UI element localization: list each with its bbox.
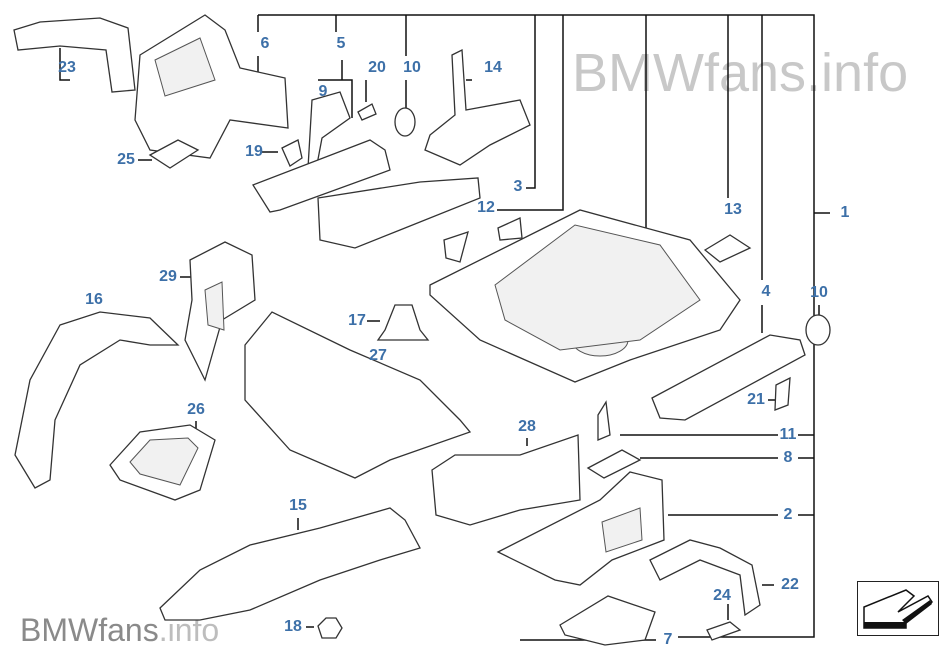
part-20[interactable] — [357, 103, 377, 121]
part-18[interactable] — [317, 617, 343, 639]
label-17[interactable]: 17 — [348, 312, 366, 329]
part-7[interactable] — [559, 595, 656, 646]
label-10-top[interactable]: 10 — [403, 59, 421, 76]
label-24[interactable]: 24 — [713, 587, 731, 604]
label-5[interactable]: 5 — [336, 35, 346, 52]
label-9[interactable]: 9 — [318, 83, 328, 100]
part-trunk-floor[interactable] — [429, 209, 741, 383]
label-14[interactable]: 14 — [484, 59, 502, 76]
part-5[interactable] — [252, 139, 391, 213]
part-28[interactable] — [431, 434, 581, 526]
part-26[interactable] — [109, 424, 216, 501]
part-21[interactable] — [774, 376, 791, 411]
label-12[interactable]: 12 — [477, 199, 495, 216]
part-19[interactable] — [281, 139, 303, 167]
label-21[interactable]: 21 — [747, 391, 765, 408]
part-23[interactable] — [13, 17, 136, 93]
label-3[interactable]: 3 — [513, 178, 523, 195]
label-28[interactable]: 28 — [518, 418, 536, 435]
part-12[interactable] — [443, 217, 523, 263]
label-15[interactable]: 15 — [289, 497, 307, 514]
part-22[interactable] — [649, 539, 761, 617]
label-19[interactable]: 19 — [245, 143, 263, 160]
label-16[interactable]: 16 — [85, 291, 103, 308]
label-22[interactable]: 22 — [781, 576, 799, 593]
label-8[interactable]: 8 — [783, 449, 793, 466]
part-8[interactable] — [586, 449, 642, 479]
part-10-right[interactable] — [805, 314, 831, 346]
part-25[interactable] — [148, 139, 200, 169]
part-4[interactable] — [651, 334, 806, 421]
part-15[interactable] — [159, 507, 421, 621]
label-1[interactable]: 1 — [840, 204, 850, 221]
label-27[interactable]: 27 — [369, 347, 387, 364]
part-10-top[interactable] — [394, 107, 416, 137]
label-25[interactable]: 25 — [117, 151, 135, 168]
label-20[interactable]: 20 — [368, 59, 386, 76]
label-7[interactable]: 7 — [663, 631, 673, 648]
part-24[interactable] — [706, 621, 742, 641]
watermark-brand: BMWfans — [20, 612, 159, 648]
part-17[interactable] — [376, 304, 430, 341]
part-13[interactable] — [703, 234, 752, 263]
label-23[interactable]: 23 — [58, 59, 76, 76]
part-16[interactable] — [14, 311, 180, 489]
part-29[interactable] — [184, 241, 256, 382]
part-27[interactable] — [244, 311, 472, 479]
part-3[interactable] — [317, 177, 481, 249]
label-29[interactable]: 29 — [159, 268, 177, 285]
label-4[interactable]: 4 — [761, 283, 771, 300]
watermark-top: BMWfans.info — [572, 43, 909, 103]
part-11[interactable] — [597, 400, 611, 441]
label-18[interactable]: 18 — [284, 618, 302, 635]
label-6[interactable]: 6 — [260, 35, 270, 52]
part-14[interactable] — [424, 48, 531, 166]
label-2[interactable]: 2 — [783, 506, 793, 523]
arrow-down-left-icon — [863, 589, 934, 629]
label-10-right[interactable]: 10 — [810, 284, 828, 301]
part-6[interactable] — [134, 14, 289, 159]
part-2[interactable] — [496, 471, 665, 586]
navigate-back-button[interactable] — [857, 581, 939, 636]
label-11[interactable]: 11 — [779, 426, 797, 443]
label-26[interactable]: 26 — [187, 401, 205, 418]
label-13[interactable]: 13 — [724, 201, 742, 218]
